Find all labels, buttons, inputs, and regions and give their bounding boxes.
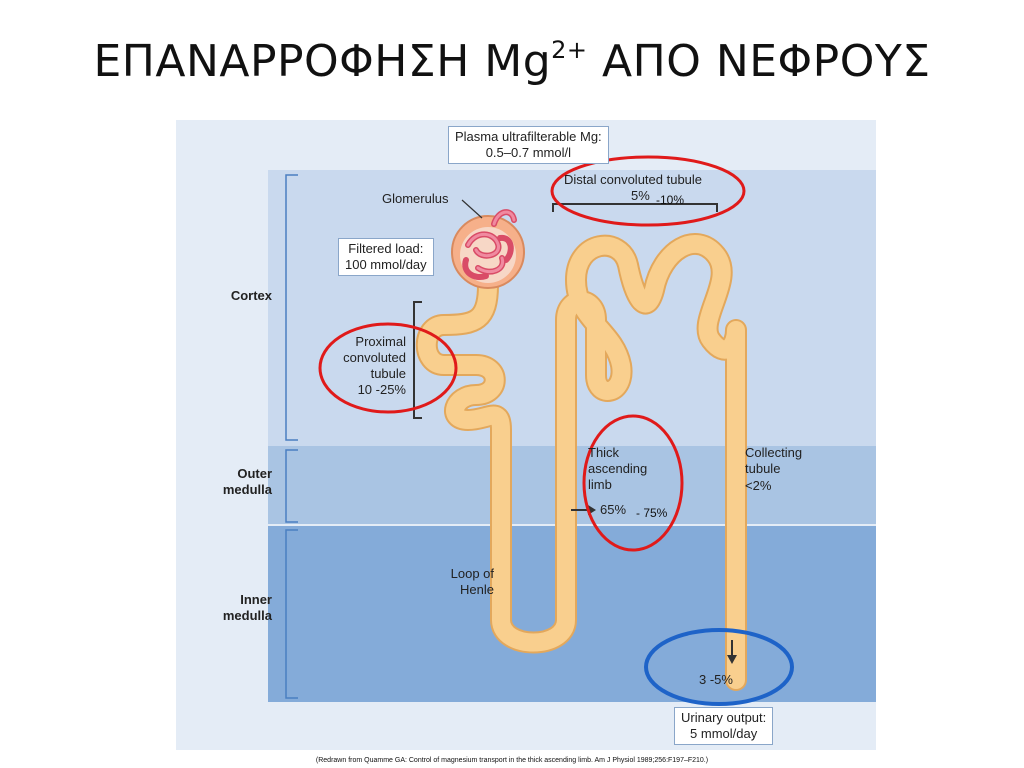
title-superscript: 2+ [551, 36, 588, 64]
zone-brackets [285, 174, 298, 699]
output-arrow [727, 640, 737, 664]
output-highlight-circle [644, 628, 794, 706]
loop-line1: Loop of [450, 566, 494, 581]
thick-limb-highlight-circle [582, 414, 684, 552]
proximal-pct: 25% [379, 382, 406, 397]
nephron-drawing [285, 155, 794, 706]
proximal-bracket [413, 301, 422, 419]
proximal-line3: tubule [370, 366, 406, 381]
glomerulus-pointer [461, 199, 483, 219]
distal-highlight-circle [550, 155, 746, 227]
distal-bracket [552, 203, 718, 212]
zone-cortex: Cortex [230, 288, 272, 303]
filtered-line1: Filtered load: [348, 241, 424, 256]
title-tail: ΑΠΟ ΝΕΦΡΟΥΣ [587, 36, 931, 87]
distal-label: Distal convoluted tubule [564, 172, 703, 187]
thick-line1: Thick [588, 445, 620, 460]
citation-caption: (Redrawn from Quamme GA: Control of magn… [315, 757, 709, 764]
urinary-line1: Urinary output: [681, 710, 767, 725]
collecting-line1: Collecting [745, 445, 803, 460]
proximal-pct-prefix: 10 - [357, 382, 380, 397]
glomerulus-label: Glomerulus [382, 191, 449, 206]
thick-line2: ascending [588, 461, 648, 476]
slide-title: ΕΠΑΝΑΡΡΟΦΗΣΗ Mg2+ ΑΠΟ ΝΕΦΡΟΥΣ [0, 36, 1024, 87]
urinary-line2: 5 mmol/day [690, 726, 758, 741]
zone-outer-line2: medulla [222, 482, 272, 497]
thick-pct: 65% [600, 502, 627, 517]
collecting-line2: tubule [745, 461, 781, 476]
filtered-load-box: Filtered load: 100 mmol/day [338, 238, 434, 276]
glomerulus-drawing [451, 209, 525, 289]
final-pct-line: 3 -5% [699, 672, 733, 688]
nephron-tubule [415, 233, 747, 691]
plasma-box: Plasma ultrafilterable Mg: 0.5–0.7 mmol/… [448, 126, 609, 164]
plasma-line1: Plasma ultrafilterable Mg: [455, 129, 602, 144]
kidney-figure: Cortex Outer medulla Inner medulla Plasm… [176, 120, 876, 750]
zone-outer-line1: Outer [237, 466, 272, 481]
title-main: ΕΠΑΝΑΡΡΟΦΗΣΗ Mg [93, 36, 552, 87]
proximal-line2: convoluted [343, 350, 406, 365]
zone-inner-line1: Inner [240, 592, 272, 607]
distal-pct: 5% [631, 188, 650, 203]
proximal-highlight-circle [318, 322, 458, 414]
final-pct-prefix: 3 - [699, 672, 715, 687]
thick-pct-added: - 75% [636, 506, 668, 520]
thick-line3: limb [588, 477, 612, 492]
proximal-line1: Proximal [355, 334, 406, 349]
loop-line2: Henle [460, 582, 494, 597]
urinary-output-box: Urinary output: 5 mmol/day [674, 707, 774, 745]
distal-pct-added: -10% [656, 193, 685, 207]
plasma-line2: 0.5–0.7 mmol/l [485, 145, 571, 160]
zone-inner-line2: medulla [222, 608, 272, 623]
final-pct: 5% [714, 672, 733, 687]
proximal-pct-line: 10 -25% [326, 382, 406, 398]
filtered-line2: 100 mmol/day [345, 257, 427, 272]
collecting-pct: <2% [745, 478, 772, 493]
